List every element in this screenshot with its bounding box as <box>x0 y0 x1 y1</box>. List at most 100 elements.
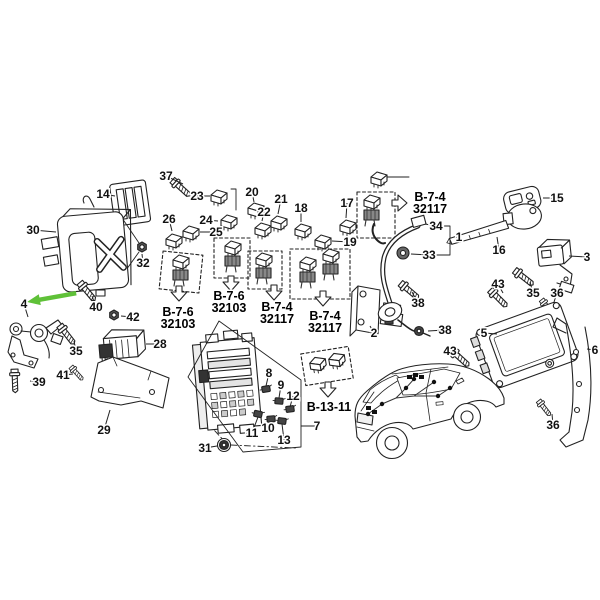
part-callout-32[interactable]: 32 <box>135 255 152 272</box>
leader-line <box>251 191 255 203</box>
leader-line <box>73 340 77 352</box>
part-callout-40[interactable]: 40 <box>88 299 105 316</box>
leader-line <box>497 283 504 294</box>
leader-line <box>281 423 285 441</box>
part-5-ecu <box>469 301 579 389</box>
leader-line <box>424 223 437 227</box>
part-callout-29[interactable]: 29 <box>96 422 113 439</box>
leader-line <box>267 421 272 429</box>
sensor-38-lower <box>413 325 431 337</box>
leader-line <box>62 373 74 376</box>
part-callout-8[interactable]: 8 <box>264 365 274 382</box>
part-callout-36[interactable]: 36 <box>549 285 566 302</box>
part-callout-43[interactable]: 43 <box>490 276 507 293</box>
part-callout-31[interactable]: 31 <box>197 440 214 457</box>
part-callout-16[interactable]: 16 <box>491 242 508 259</box>
part-callout-42[interactable]: 42 <box>125 309 142 326</box>
part-6-bracket <box>552 317 592 448</box>
part-callout-21[interactable]: 21 <box>273 191 290 208</box>
leader-line <box>496 236 500 251</box>
part-callout-6[interactable]: 6 <box>590 342 600 359</box>
grommet-31-icon <box>216 437 232 453</box>
part-callout-2[interactable]: 2 <box>369 325 379 342</box>
part-callout-5[interactable]: 5 <box>479 325 489 342</box>
leader-line <box>205 219 219 222</box>
leader-line <box>345 202 348 219</box>
part-callout-7[interactable]: 7 <box>312 418 322 435</box>
part-callout-11[interactable]: 11 <box>244 425 260 442</box>
part-callout-24[interactable]: 24 <box>198 212 215 229</box>
leader-line <box>586 348 596 351</box>
part-callout-25[interactable]: 25 <box>208 224 225 241</box>
part-callout-28[interactable]: 28 <box>152 336 169 353</box>
part-callout-22[interactable]: 22 <box>256 204 273 221</box>
leader-line <box>251 416 259 434</box>
part-callout-20[interactable]: 20 <box>244 184 261 201</box>
part-callout-36[interactable]: 36 <box>545 417 562 434</box>
part-callout-34[interactable]: 34 <box>428 218 445 235</box>
leader-line <box>411 291 419 304</box>
part-3-module <box>536 238 575 294</box>
leader-line <box>369 325 375 334</box>
leader-line <box>165 175 184 185</box>
part-2-bracket <box>349 285 415 337</box>
part-callout-41[interactable]: 41 <box>55 367 72 384</box>
part-callout-15[interactable]: 15 <box>549 190 566 207</box>
leader-line <box>102 193 116 197</box>
part-callout-3[interactable]: 3 <box>582 249 592 266</box>
relay-cluster <box>165 171 410 252</box>
part-callout-38[interactable]: 38 <box>437 322 454 339</box>
part-callout-33[interactable]: 33 <box>421 247 438 264</box>
part-16-key <box>446 203 542 245</box>
part-callout-13[interactable]: 13 <box>276 432 293 449</box>
leader-line <box>32 229 57 233</box>
leader-line <box>529 281 534 294</box>
leader-line <box>483 332 498 335</box>
part-29-bracket <box>90 356 170 409</box>
part-callout-30[interactable]: 30 <box>25 222 42 239</box>
leader-line <box>103 409 111 431</box>
leader-line <box>91 295 97 308</box>
part-callout-10[interactable]: 10 <box>260 420 277 437</box>
leader-line <box>261 211 265 222</box>
leader-line <box>204 445 218 449</box>
leader-line <box>141 253 144 264</box>
part-callout-26[interactable]: 26 <box>161 211 178 228</box>
fuse-box-group-outline <box>187 320 302 453</box>
part-callout-17[interactable]: 17 <box>339 195 356 212</box>
part-callout-19[interactable]: 19 <box>342 234 359 251</box>
part-callout-35[interactable]: 35 <box>68 343 85 360</box>
part-callout-39[interactable]: 39 <box>31 374 48 391</box>
part-callout-1[interactable]: 1 <box>454 229 464 246</box>
part-callout-35[interactable]: 35 <box>525 285 542 302</box>
leader-line <box>120 315 134 318</box>
part-4-sensor <box>7 319 64 369</box>
part-callout-14[interactable]: 14 <box>95 186 112 203</box>
part-callout-12[interactable]: 12 <box>285 388 302 405</box>
part-callout-23[interactable]: 23 <box>189 188 206 205</box>
reference-box-contents <box>173 195 386 375</box>
part-callout-4[interactable]: 4 <box>19 296 29 313</box>
leader-line <box>29 380 40 383</box>
ref-code-B-13-11[interactable]: B-13-11 <box>305 399 353 416</box>
leader-line <box>278 384 282 399</box>
leader-line <box>427 329 446 332</box>
part-30-cover <box>40 195 140 297</box>
part-callout-38[interactable]: 38 <box>410 295 427 312</box>
car-illustration <box>354 363 505 460</box>
part-7-fuse-box <box>191 329 263 434</box>
leader-line <box>168 218 173 232</box>
leader-line <box>23 303 29 318</box>
leader-line <box>553 292 558 303</box>
part-callout-18[interactable]: 18 <box>293 200 310 217</box>
part-callout-37[interactable]: 37 <box>158 168 175 185</box>
part-callout-43[interactable]: 43 <box>442 343 459 360</box>
part-callout-9[interactable]: 9 <box>276 377 286 394</box>
